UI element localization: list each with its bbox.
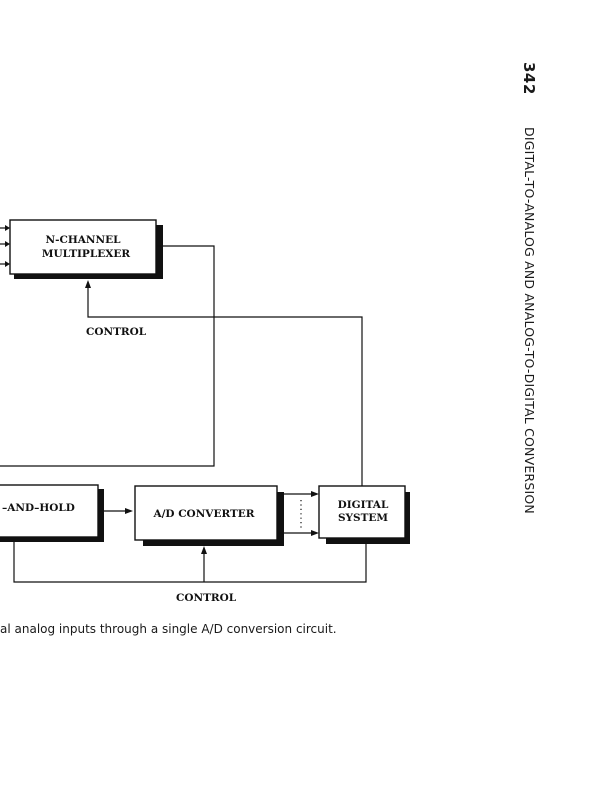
data-bus-lines [277,491,319,536]
running-head: DIGITAL-TO-ANALOG AND ANALOG-TO-DIGITAL … [522,127,537,514]
control-arrow-ad [201,546,207,554]
control-line-top [87,288,363,486]
multiplexer-label-line1: N-CHANNEL [46,234,122,246]
multiplexer-output-line [0,245,215,467]
multiplexer-label-line2: MULTIPLEXER [42,248,130,260]
digital-system-label-line2: SYSTEM [338,512,388,524]
control-line-bottom [13,542,367,583]
page-number: 342 [520,62,538,95]
figure-caption: al analog inputs through a single A/D co… [0,622,337,636]
sample-and-hold-box: –AND–HOLD [0,484,104,542]
control-label-bottom: CONTROL [176,592,237,604]
sample-hold-label: –AND–HOLD [2,502,75,514]
control-label-top: CONTROL [86,326,147,338]
multiplexer-input-arrows [0,225,10,267]
ad-converter-box: A/D CONVERTER [134,485,284,546]
multiplexer-box: N-CHANNEL MULTIPLEXER [9,219,163,279]
digital-system-label-line1: DIGITAL [338,499,389,511]
digital-system-box: DIGITAL SYSTEM [318,485,410,544]
control-arrow-top [85,280,91,288]
sh-to-ad-arrow [125,508,133,514]
ad-converter-label: A/D CONVERTER [152,508,254,520]
